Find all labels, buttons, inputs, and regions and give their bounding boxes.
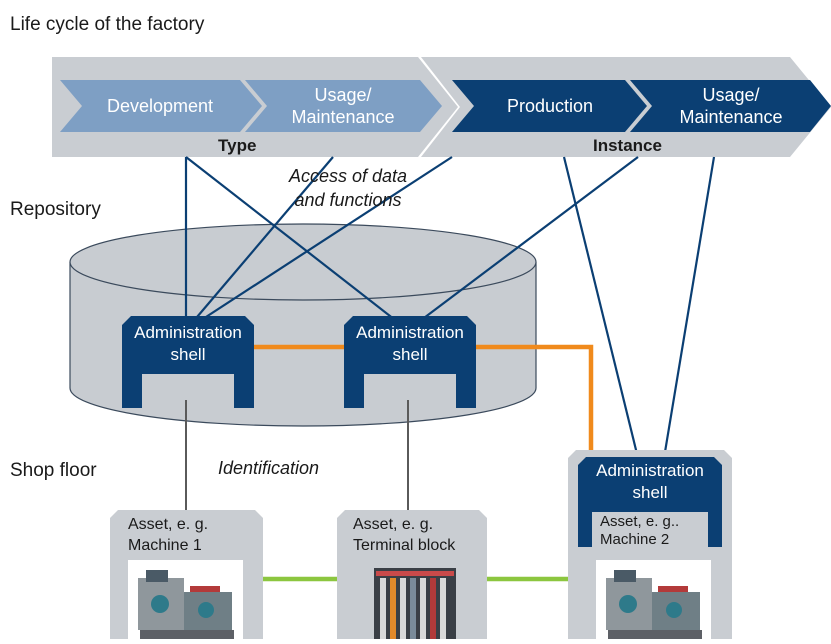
terminal-block-image (374, 568, 456, 639)
admin-shell-2-shape (344, 316, 476, 408)
admin-shell-3-shape (578, 457, 722, 547)
admin-shell-1-line1: Administration (134, 323, 242, 342)
step-instance-usage-line1: Usage/ (702, 85, 760, 105)
admin-shell-2-line2: shell (392, 345, 428, 364)
identification-annotation: Identification (218, 458, 320, 478)
asset-3-inner (592, 512, 708, 547)
admin-shell-2-line1: Administration (356, 323, 464, 342)
access-annotation-line1: Access of data (288, 166, 408, 186)
asset-1-label: Asset, e. g. Machine 1 (128, 514, 208, 556)
asset-3-line2: Machine 2 (600, 531, 670, 548)
step-instance-usage: Usage/ Maintenance (636, 80, 826, 132)
chevron-production (452, 80, 647, 132)
step-development: Development (60, 80, 260, 132)
repository-cylinder-top (69, 223, 537, 301)
instance-label: Instance (593, 136, 662, 155)
step-type-usage-line2: Maintenance (291, 107, 395, 127)
admin-shell-1-shape (122, 316, 254, 408)
chevron-development (60, 80, 262, 132)
machine-2-image (596, 560, 711, 639)
asset-1-line1: Asset, e. g. (128, 516, 209, 533)
access-annotation-line2: and functions (294, 190, 402, 210)
chevron-type-usage (245, 80, 442, 132)
type-label: Type (218, 136, 257, 155)
admin-shell-1-line2: shell (170, 345, 206, 364)
orange-shell-link (254, 344, 594, 458)
chevron-instance-usage (630, 80, 831, 132)
section-lifecycle-label: Life cycle of the factory (10, 14, 205, 35)
step-type-usage: Usage/ Maintenance (248, 80, 438, 132)
access-annotation: Access of data and functions (278, 164, 418, 212)
machine-1-image (128, 560, 243, 639)
admin-shell-3-line1: Administration (596, 461, 704, 480)
asset-3-line1: Asset, e. g.. (600, 513, 680, 530)
asset-1-line2: Machine 1 (128, 537, 202, 554)
admin-shell-3: Administration shell (578, 457, 722, 507)
asset-2-label: Asset, e. g. Terminal block (353, 514, 455, 556)
admin-shell-1: Administration shell (122, 318, 254, 370)
step-production-label: Production (506, 96, 594, 116)
admin-shell-2: Administration shell (344, 318, 476, 370)
asset-2-line2: Terminal block (353, 537, 456, 554)
step-development-label: Development (106, 96, 214, 116)
admin-shell-3-line2: shell (632, 483, 668, 502)
asset-3-label: Asset, e. g.. Machine 2 (600, 513, 679, 549)
asset-2-line1: Asset, e. g. (353, 516, 434, 533)
section-shopfloor-label: Shop floor (10, 460, 97, 481)
step-type-usage-line1: Usage/ (314, 85, 372, 105)
step-instance-usage-line2: Maintenance (679, 107, 783, 127)
step-production: Production (460, 80, 640, 132)
access-lines (184, 156, 716, 459)
section-repository-label: Repository (10, 199, 101, 220)
